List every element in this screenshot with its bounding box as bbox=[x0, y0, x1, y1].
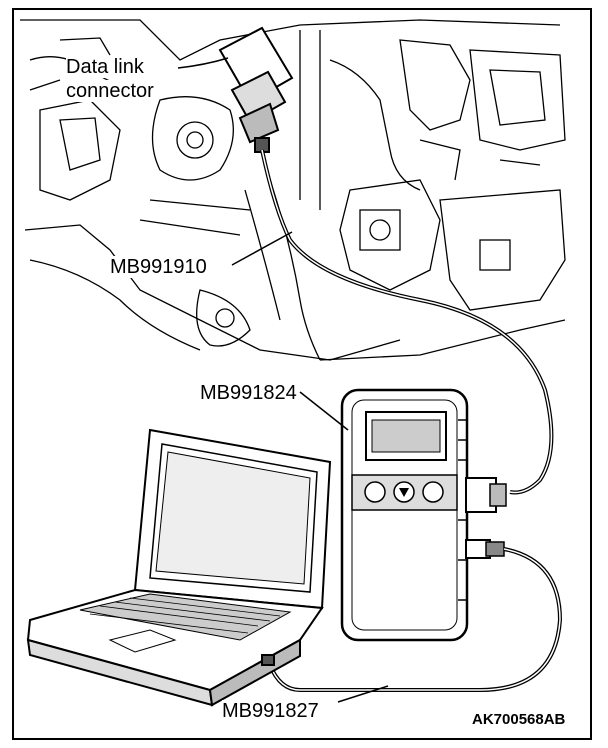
leader-lines bbox=[177, 57, 389, 703]
diagram-border bbox=[12, 8, 592, 740]
laptop-computer bbox=[26, 428, 332, 707]
label-mb991824: MB991824 bbox=[200, 382, 297, 404]
label-mb991910: MB991910 bbox=[110, 256, 207, 278]
label-mb991827: MB991827 bbox=[222, 700, 319, 722]
figure-code: AK700568AB bbox=[472, 711, 566, 728]
label-data-link-connector-line1: Data link bbox=[66, 56, 144, 78]
label-data-link-connector-line2: connector bbox=[66, 80, 154, 102]
data-link-connector-plug bbox=[218, 26, 294, 153]
vci-device-mb991824 bbox=[340, 388, 507, 642]
engine-bay-sketch bbox=[20, 19, 566, 361]
